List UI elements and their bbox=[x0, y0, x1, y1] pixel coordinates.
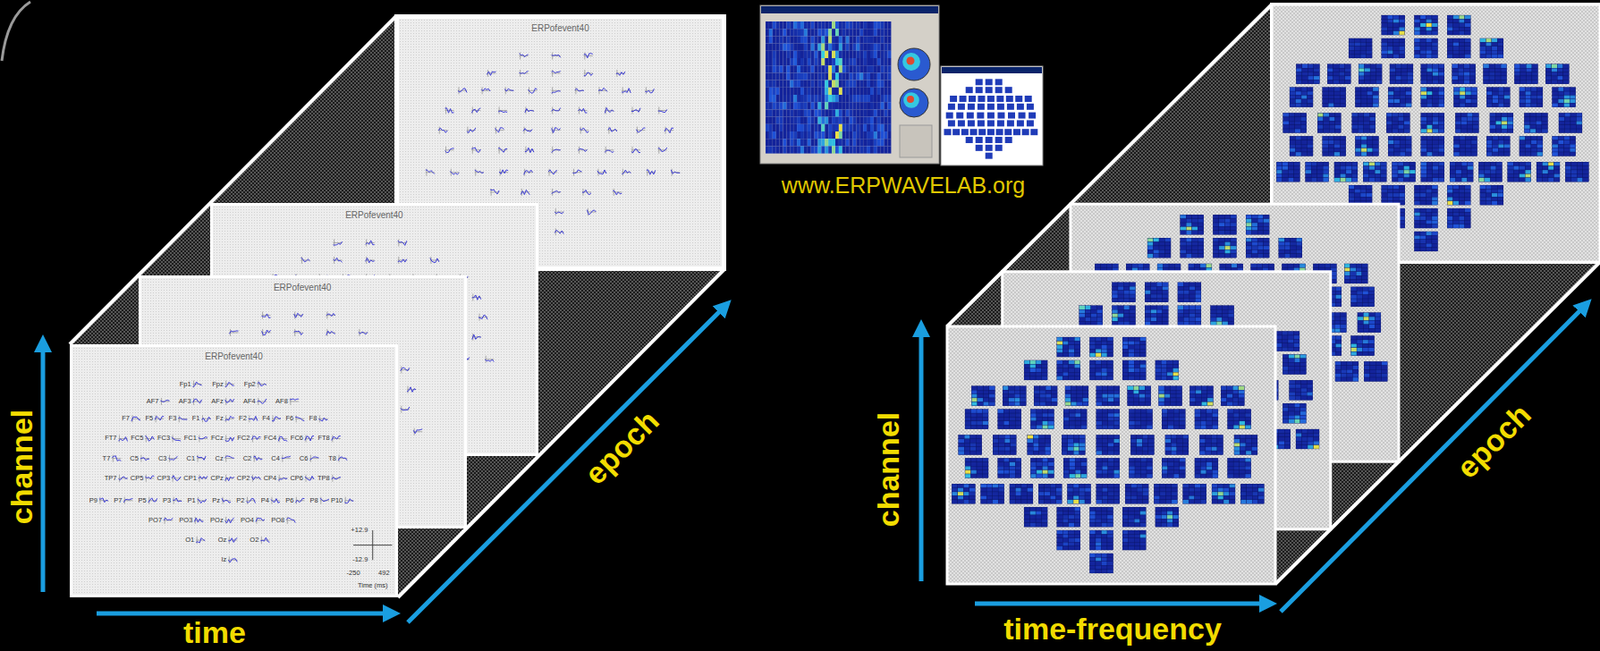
stage: ERPofevent40ERPofevent40ERPofevent40ERPo… bbox=[0, 0, 1600, 651]
